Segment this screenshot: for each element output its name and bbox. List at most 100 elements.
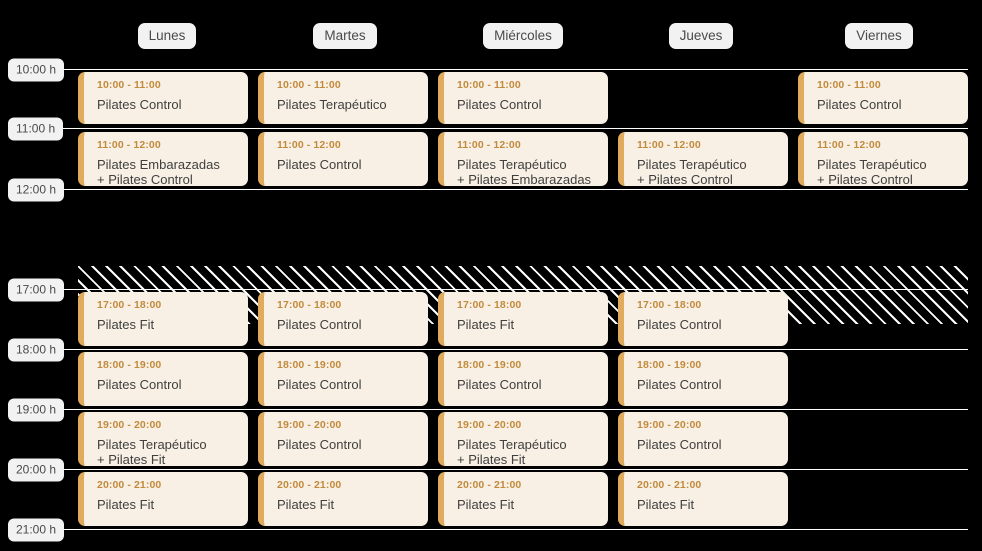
class-card-title: Pilates Fit (637, 496, 695, 512)
hour-label-2100h: 21:00 h (8, 518, 65, 542)
class-card-time: 10:00 - 11:00 (97, 79, 161, 91)
hour-label-1000h: 10:00 h (8, 58, 65, 82)
class-card-time: 10:00 - 11:00 (277, 79, 341, 91)
class-card-time: 11:00 - 12:00 (637, 139, 701, 151)
class-card-title: Pilates Fit (457, 316, 515, 332)
hour-gridline (60, 529, 968, 530)
class-card-title: Pilates Fit (97, 316, 155, 332)
class-card-title: Pilates Control (277, 316, 362, 332)
day-column-header: Jueves (612, 0, 790, 58)
class-card-time: 11:00 - 12:00 (457, 139, 521, 151)
hour-gridline (60, 409, 968, 410)
hour-gridline (60, 189, 968, 190)
schedule-cell-empty (798, 472, 968, 526)
class-card-title: Pilates Control (277, 436, 362, 452)
class-card-time: 10:00 - 11:00 (817, 79, 881, 91)
class-card-time: 11:00 - 12:00 (97, 139, 161, 151)
class-card-title: Pilates Control (637, 376, 722, 392)
class-card-title: Pilates Terapéutico + Pilates Control (817, 156, 927, 186)
class-card-time: 18:00 - 19:00 (457, 359, 522, 371)
class-card-time: 17:00 - 18:00 (637, 299, 702, 311)
hour-gridline (60, 289, 968, 290)
day-label-miercoles: Miércoles (483, 22, 563, 50)
day-column-header: Viernes (790, 0, 968, 58)
class-card-time: 19:00 - 20:00 (637, 419, 702, 431)
class-card-time: 20:00 - 21:00 (637, 479, 702, 491)
class-card-title: Pilates Fit (277, 496, 335, 512)
class-card-time: 19:00 - 20:00 (277, 419, 342, 431)
class-card-time: 19:00 - 20:00 (97, 419, 162, 431)
class-card-title: Pilates Control (97, 376, 182, 392)
hour-gridline (60, 128, 968, 129)
class-card-title: Pilates Embarazadas + Pilates Control (97, 156, 220, 186)
class-card-time: 20:00 - 21:00 (457, 479, 522, 491)
class-card-time: 19:00 - 20:00 (457, 419, 522, 431)
class-card-title: Pilates Fit (97, 496, 155, 512)
hour-label-1900h: 19:00 h (8, 398, 65, 422)
class-card-time: 18:00 - 19:00 (97, 359, 162, 371)
class-card-time: 18:00 - 19:00 (277, 359, 342, 371)
class-card-title: Pilates Fit (457, 496, 515, 512)
hour-gridline (60, 469, 968, 470)
class-card-time: 11:00 - 12:00 (817, 139, 881, 151)
class-card-time: 20:00 - 21:00 (97, 479, 162, 491)
hour-label-1100h: 11:00 h (8, 117, 64, 141)
